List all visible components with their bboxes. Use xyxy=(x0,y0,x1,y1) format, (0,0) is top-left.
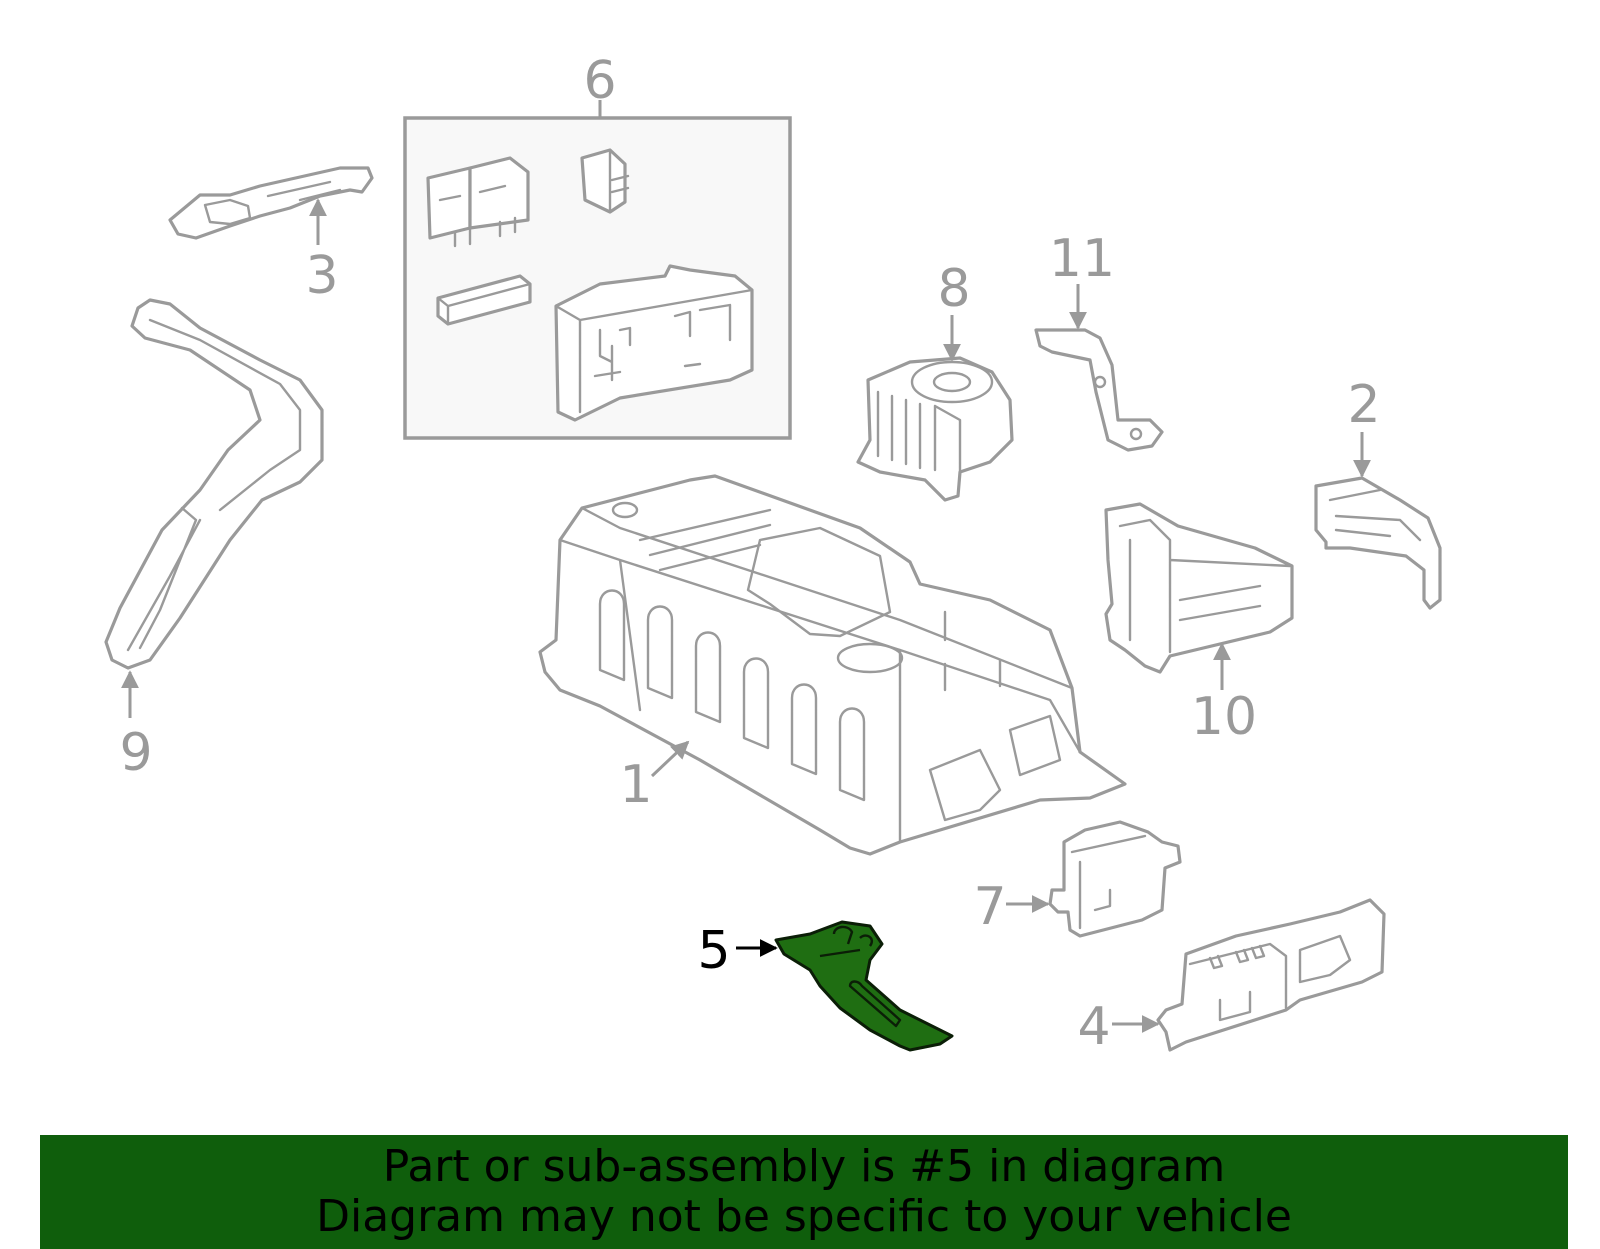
callout-7: 7 xyxy=(973,877,1006,937)
part-9-duct[interactable] xyxy=(104,298,324,670)
part-7-sensor[interactable] xyxy=(1048,820,1182,938)
callout-1: 1 xyxy=(619,755,652,815)
callout-2: 2 xyxy=(1347,375,1380,435)
part-1-battery[interactable] xyxy=(538,474,1127,856)
callout-3: 3 xyxy=(305,246,338,306)
part-4-bracket[interactable] xyxy=(1156,898,1386,1052)
info-banner: Part or sub-assembly is #5 in diagram Di… xyxy=(40,1135,1568,1249)
banner-line-2: Diagram may not be specific to your vehi… xyxy=(316,1191,1292,1242)
callout-9: 9 xyxy=(119,723,152,783)
callout-6: 6 xyxy=(583,51,616,111)
leader-1 xyxy=(650,740,690,778)
part-11-bracket[interactable] xyxy=(1034,328,1164,452)
part-6-kit[interactable] xyxy=(403,116,792,440)
callout-4: 4 xyxy=(1077,997,1110,1057)
callout-10: 10 xyxy=(1191,687,1257,747)
part-8-blower[interactable] xyxy=(856,356,1014,502)
part-3-bracket[interactable] xyxy=(168,166,374,240)
part-10-duct[interactable] xyxy=(1104,502,1294,674)
fuse-strip-icon xyxy=(436,274,532,326)
relay-block-icon xyxy=(426,156,530,248)
callout-11: 11 xyxy=(1049,229,1115,289)
part-5-bracket-highlighted[interactable] xyxy=(774,920,954,1052)
part-2-bracket[interactable] xyxy=(1314,476,1442,610)
callout-8: 8 xyxy=(937,259,970,319)
callout-labels: 6 3 9 8 11 2 10 1 7 4 5 xyxy=(119,51,1380,1057)
banner-line-1: Part or sub-assembly is #5 in diagram xyxy=(382,1141,1226,1192)
callout-5: 5 xyxy=(697,921,730,981)
small-relay-icon xyxy=(580,148,630,214)
leaders xyxy=(121,100,1371,1033)
junction-block-icon xyxy=(554,264,754,422)
parts-diagram: 6 3 9 8 11 2 10 1 7 4 5 xyxy=(104,51,1442,1057)
